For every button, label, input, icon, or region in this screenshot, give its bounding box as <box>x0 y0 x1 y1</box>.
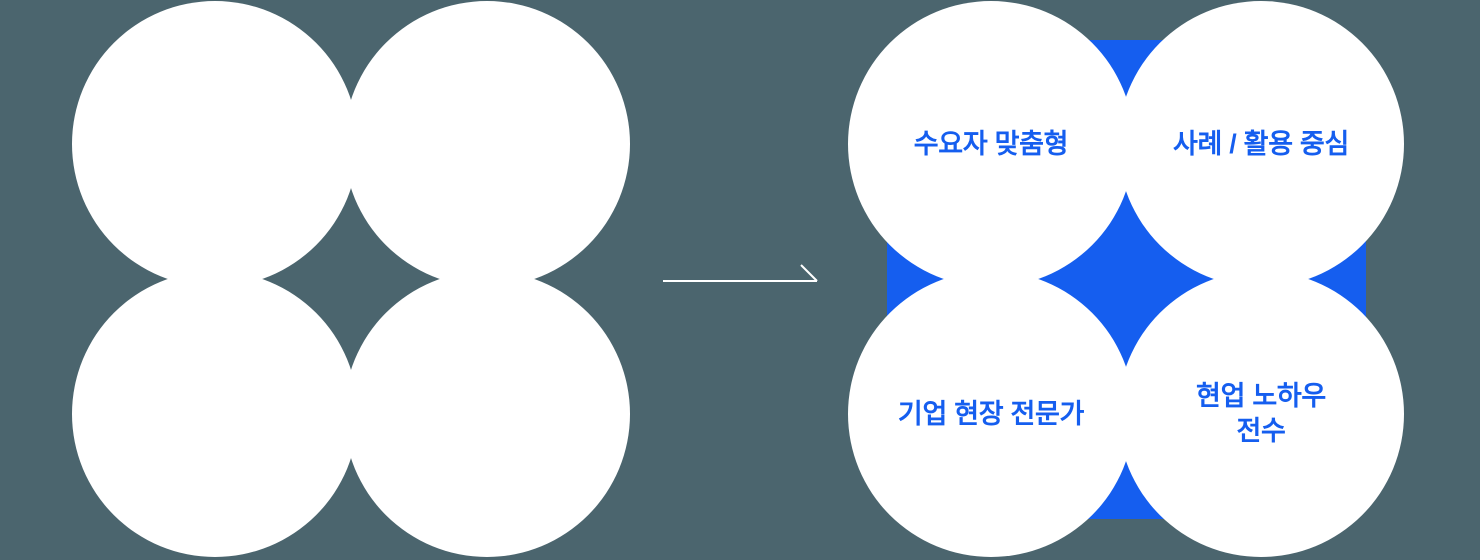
before-circle-top-right <box>344 1 630 287</box>
after-circle-top-right <box>1118 1 1404 287</box>
after-circle-top-left <box>848 1 1134 287</box>
after-circle-bottom-left <box>848 271 1134 557</box>
before-circle-bottom-left <box>72 271 358 557</box>
before-circle-top-left <box>72 1 358 287</box>
before-circle-bottom-right <box>344 271 630 557</box>
after-circle-bottom-right <box>1118 271 1404 557</box>
arrow-right-icon <box>663 264 818 282</box>
